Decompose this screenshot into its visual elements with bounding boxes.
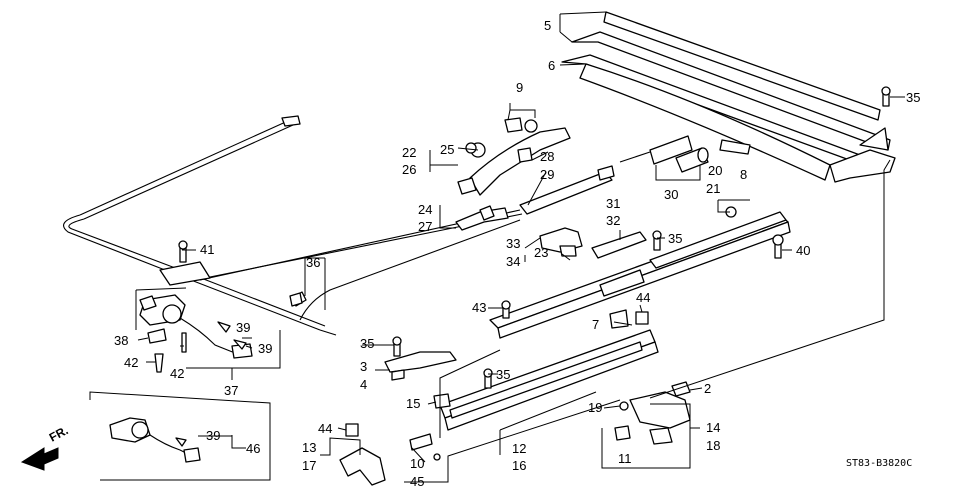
clip-19 (619, 401, 629, 411)
label-42-right: 42 (170, 366, 184, 381)
label-25: 25 (440, 142, 454, 157)
label-35-top: 35 (906, 90, 920, 105)
label-32: 32 (606, 213, 620, 228)
label-11: 11 (618, 451, 632, 466)
diagram-code: ST83-B3820C (846, 458, 912, 469)
label-44-left: 44 (318, 421, 332, 436)
label-39-c: 39 (206, 428, 220, 443)
label-42-left: 42 (124, 355, 138, 370)
label-30: 30 (664, 187, 678, 202)
bracket-13-17 (339, 447, 386, 486)
front-arrow-icon (20, 447, 59, 471)
label-18: 18 (706, 438, 720, 453)
clip-24-27 (455, 205, 509, 231)
link-31-32 (591, 231, 647, 259)
sunroof-motor-37 (139, 294, 253, 373)
roof-panel-weatherstrip (561, 11, 896, 183)
label-35-lower: 35 (360, 336, 374, 351)
label-45: 45 (410, 474, 424, 489)
leader-lines (137, 11, 905, 483)
label-35-mid: 35 (668, 231, 682, 246)
label-34: 34 (506, 254, 520, 269)
label-36: 36 (306, 255, 320, 270)
clip-7 (609, 309, 629, 329)
label-41: 41 (200, 242, 214, 257)
label-31: 31 (606, 196, 620, 211)
slider-14-18 (614, 391, 691, 445)
label-16: 16 (512, 458, 526, 473)
label-20: 20 (708, 163, 722, 178)
block-15 (433, 393, 451, 409)
label-12: 12 (512, 441, 526, 456)
label-19: 19 (588, 400, 602, 415)
label-23: 23 (534, 245, 548, 260)
label-14: 14 (706, 420, 720, 435)
label-8: 8 (740, 167, 747, 182)
label-5: 5 (544, 18, 551, 33)
bracket-3-4 (384, 351, 457, 381)
label-24: 24 (418, 202, 432, 217)
label-40: 40 (796, 243, 810, 258)
label-22: 22 (402, 145, 416, 160)
label-15: 15 (406, 396, 420, 411)
clip-2 (671, 381, 691, 397)
part-labels: 5 6 9 25 22 26 28 29 20 30 8 21 35 24 27… (47, 18, 921, 489)
screw-icons (178, 86, 891, 461)
label-3: 3 (360, 359, 367, 374)
label-13: 13 (302, 440, 316, 455)
cable-bracket-36 (289, 291, 307, 307)
label-10: 10 (410, 456, 424, 471)
label-28: 28 (540, 149, 554, 164)
front-label: FR. (47, 423, 71, 444)
label-6: 6 (548, 58, 555, 73)
motor-group-box (135, 287, 281, 380)
label-27: 27 (418, 219, 432, 234)
nut-44 (345, 311, 649, 437)
label-21: 21 (706, 181, 720, 196)
label-44-right: 44 (636, 290, 650, 305)
label-9: 9 (516, 80, 523, 95)
label-39-a: 39 (236, 320, 250, 335)
drain-channel (649, 211, 787, 269)
drain-cable-assembly (63, 115, 523, 336)
label-26: 26 (402, 162, 416, 177)
label-37: 37 (224, 383, 238, 398)
guide-rail-29 (519, 165, 615, 215)
label-17: 17 (302, 458, 316, 473)
label-4: 4 (360, 377, 367, 392)
alternate-motor-46 (89, 391, 271, 481)
label-33: 33 (506, 236, 520, 251)
label-46: 46 (246, 441, 260, 456)
label-7: 7 (592, 317, 599, 332)
front-link-22-28 (457, 117, 571, 196)
label-29: 29 (540, 167, 554, 182)
label-35-bottom: 35 (496, 367, 510, 382)
label-43: 43 (472, 300, 486, 315)
label-38: 38 (114, 333, 128, 348)
pad-8 (719, 139, 751, 155)
label-2: 2 (704, 381, 711, 396)
label-39-b: 39 (258, 341, 272, 356)
shim-10 (409, 433, 433, 451)
spring-30 (619, 135, 709, 173)
lever-33-34 (539, 227, 583, 257)
